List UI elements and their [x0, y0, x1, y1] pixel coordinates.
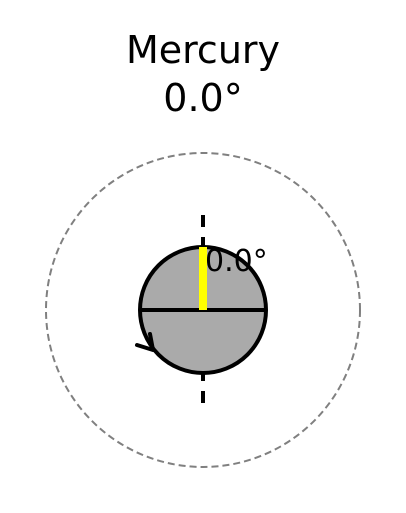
tilt-value: 0.0° [163, 76, 243, 120]
outer-dashed-circle [45, 152, 361, 468]
planet-name: Mercury [125, 28, 281, 72]
tilt-angle-label: 0.0° [205, 244, 268, 279]
rotation-arrow-icon [135, 332, 155, 352]
